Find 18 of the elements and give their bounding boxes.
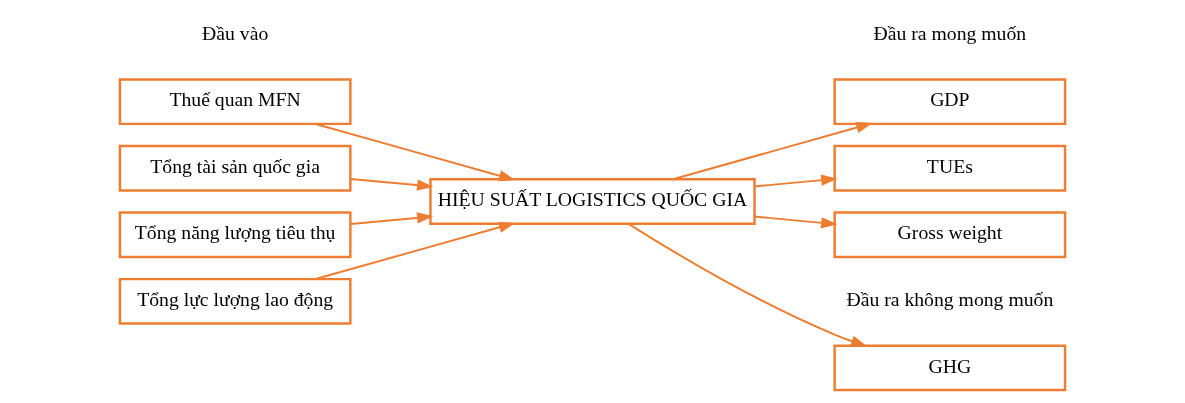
node-box: Thuế quan MFN [118,78,352,126]
node-box: Tổng tài sản quốc gia [118,144,352,192]
node-box: TUEs [833,144,1067,192]
node-box: Tổng năng lượng tiêu thụ [118,211,352,259]
label: Đầu ra mong muốn [873,21,1027,44]
arrow [349,177,434,191]
arrow [627,222,868,347]
arrow [349,212,434,226]
node-box: GHG [833,344,1067,392]
node-box: Tổng lực lượng lao động [118,277,352,325]
arrow [753,215,838,229]
label: Đầu ra không mong muốn [846,288,1054,310]
node-box: GDP [833,78,1067,126]
arrow [671,122,873,181]
node-box: Gross weight [833,211,1067,259]
node-box: HIỆU SUẤT LOGISTICS QUỐC GIA [429,178,756,225]
label: Đầu vào [202,21,269,44]
arrow [753,174,838,188]
